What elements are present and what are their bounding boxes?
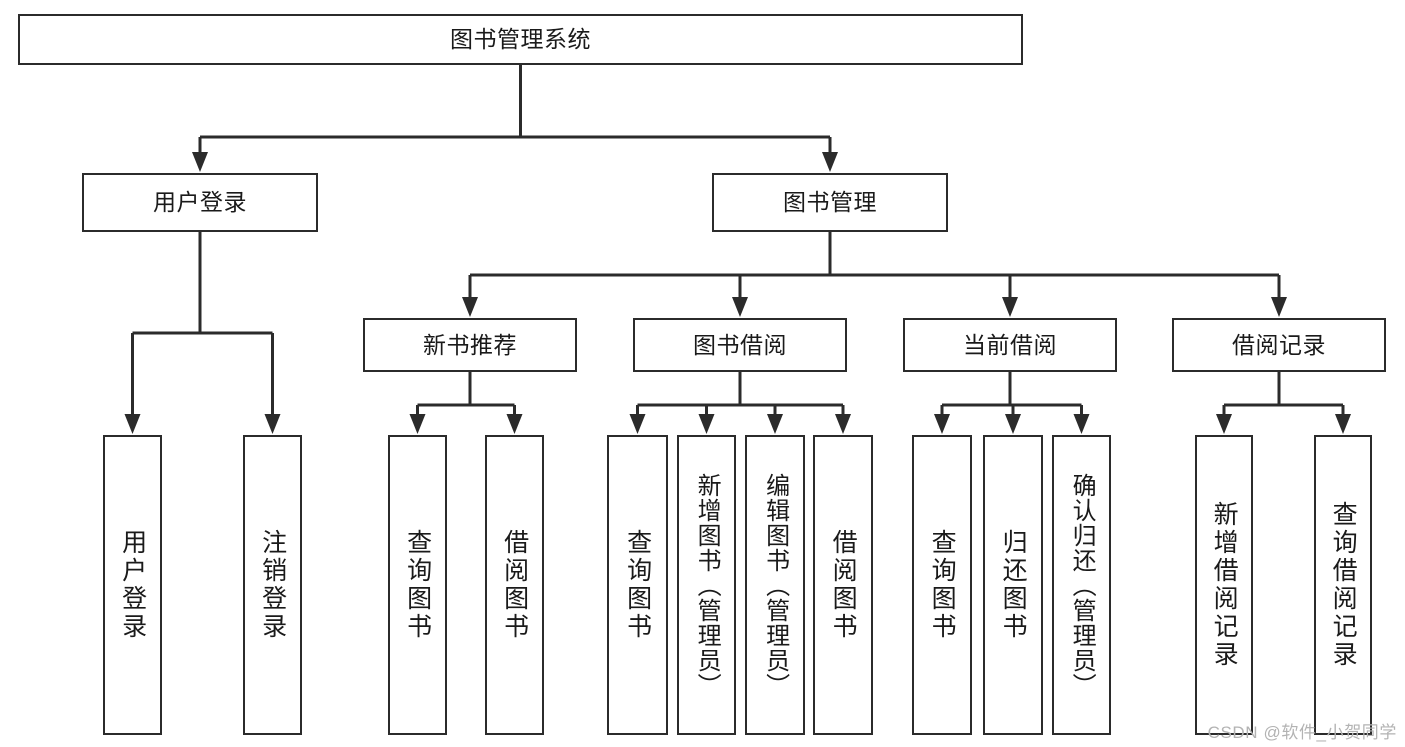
node-root[interactable]: 图书管理系统: [18, 14, 1023, 65]
arrowhead-icon: [767, 414, 783, 434]
arrowhead-icon: [264, 414, 281, 434]
node-leaf-confirm[interactable]: 确认归还（管理员）: [1052, 435, 1111, 735]
node-label: 图书管理系统: [450, 26, 591, 53]
node-label: 图书管理: [783, 189, 877, 216]
node-new-book-rec[interactable]: 新书推荐: [363, 318, 577, 372]
node-leaf-return[interactable]: 归还图书: [983, 435, 1043, 735]
node-leaf-query-rec[interactable]: 查询借阅记录: [1314, 435, 1372, 735]
node-label: 查询借阅记录: [1329, 501, 1358, 669]
node-user-login[interactable]: 用户登录: [82, 173, 318, 232]
node-label: 编辑图书（管理员）: [761, 472, 789, 698]
node-label: 查询图书: [403, 529, 432, 641]
node-current-borrow[interactable]: 当前借阅: [903, 318, 1117, 372]
arrowhead-icon: [1271, 297, 1287, 317]
node-borrow-record[interactable]: 借阅记录: [1172, 318, 1386, 372]
node-label: 归还图书: [999, 529, 1028, 641]
arrowhead-icon: [1216, 414, 1232, 434]
node-label: 借阅图书: [829, 529, 858, 641]
node-label: 注销登录: [258, 529, 287, 641]
arrowhead-icon: [1335, 414, 1351, 434]
arrowhead-icon: [124, 414, 141, 434]
node-label: 查询图书: [623, 529, 652, 641]
node-label: 确认归还（管理员）: [1068, 472, 1096, 698]
node-leaf-query-1[interactable]: 查询图书: [388, 435, 447, 735]
node-label: 新增图书（管理员）: [693, 472, 721, 698]
arrowhead-icon: [835, 414, 851, 434]
arrowhead-icon: [629, 414, 646, 434]
node-leaf-query-3[interactable]: 查询图书: [912, 435, 972, 735]
node-label: 借阅图书: [500, 529, 529, 641]
node-book-manage[interactable]: 图书管理: [712, 173, 948, 232]
node-leaf-borrow-1[interactable]: 借阅图书: [485, 435, 544, 735]
arrowhead-icon: [1005, 414, 1021, 434]
node-leaf-user-login[interactable]: 用户登录: [103, 435, 162, 735]
node-label: 查询图书: [928, 529, 957, 641]
watermark: CSDN @软件_小贺同学: [1207, 723, 1397, 742]
node-book-borrow[interactable]: 图书借阅: [633, 318, 847, 372]
arrowhead-icon: [409, 414, 426, 434]
arrowhead-icon: [192, 152, 208, 172]
arrowhead-icon: [732, 297, 748, 317]
node-leaf-add-book[interactable]: 新增图书（管理员）: [677, 435, 736, 735]
node-label: 用户登录: [118, 529, 147, 641]
arrowhead-icon: [1073, 414, 1090, 434]
arrowhead-icon: [506, 414, 523, 434]
node-label: 当前借阅: [963, 331, 1057, 358]
node-leaf-edit-book[interactable]: 编辑图书（管理员）: [745, 435, 805, 735]
node-leaf-add-rec[interactable]: 新增借阅记录: [1195, 435, 1253, 735]
node-leaf-query-2[interactable]: 查询图书: [607, 435, 668, 735]
arrowhead-icon: [698, 414, 715, 434]
node-leaf-logout[interactable]: 注销登录: [243, 435, 302, 735]
node-label: 用户登录: [153, 189, 247, 216]
arrowhead-icon: [822, 152, 838, 172]
node-label: 新书推荐: [423, 331, 517, 358]
node-leaf-borrow-2[interactable]: 借阅图书: [813, 435, 873, 735]
node-label: 图书借阅: [693, 331, 787, 358]
node-label: 借阅记录: [1232, 331, 1326, 358]
arrowhead-icon: [934, 414, 950, 434]
arrowhead-icon: [462, 297, 478, 317]
arrowhead-icon: [1002, 297, 1018, 317]
node-label: 新增借阅记录: [1210, 501, 1239, 669]
